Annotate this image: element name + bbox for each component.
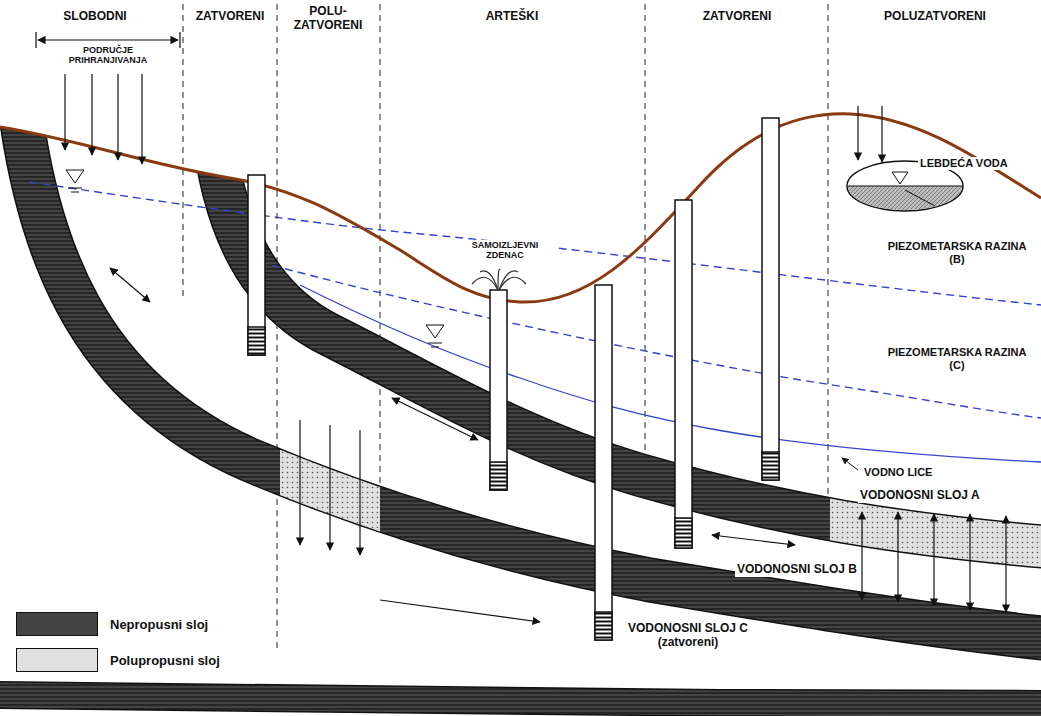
piezometric-line (260, 262, 1041, 418)
leader-line (842, 458, 858, 470)
legend-swatch (16, 612, 98, 636)
legend-row: Polupropusni sloj (16, 648, 222, 672)
water-level-symbol (426, 325, 444, 338)
impermeable-layer (0, 695, 1041, 704)
aquifer-label: VODONOSNI SLOJ B (735, 563, 859, 577)
bracket-tick (35, 32, 36, 48)
aquifer-label: VODONOSNI SLOJ A (858, 489, 982, 503)
zone-divider (277, 4, 278, 650)
zone-heading: ARTEŠKI (484, 10, 541, 24)
well-screen (248, 327, 265, 355)
legend: Nepropusni slojPolupropusni sloj (16, 612, 222, 684)
leakage-arrow (359, 430, 360, 555)
legend-text: Nepropusni sloj (108, 617, 210, 632)
bracket-arrow (38, 39, 178, 40)
level-label: PIEZOMETARSKA RAZINA (B) (880, 240, 1034, 265)
bracket-tick (179, 32, 180, 48)
fountain (472, 269, 526, 290)
water-level-symbol (892, 172, 908, 184)
impermeable-layer (212, 120, 1041, 548)
aquifer-label: VODONOSNI SLOJ C (zatvoreni) (622, 622, 754, 650)
water-table (300, 285, 1041, 462)
flow-arrow (392, 398, 478, 440)
leakage-arrow (933, 514, 934, 606)
zone-heading: ZATVORENI (194, 10, 266, 24)
fountain-jet (480, 271, 498, 290)
flow-arrow (65, 74, 1006, 622)
well-screen (595, 612, 612, 640)
leakage-arrow (1005, 516, 1006, 612)
flow-arrow (712, 535, 795, 545)
well-casing (248, 175, 265, 355)
recharge-arrow (857, 106, 858, 160)
recharge-arrow (881, 106, 882, 162)
legend-text: Polupropusni sloj (108, 653, 222, 668)
impermeable-layer (0, 695, 1041, 704)
flow-arrow (110, 268, 150, 302)
zone-heading: SLOBODNI (61, 10, 128, 24)
well-screen (675, 518, 692, 548)
leakage-arrow (299, 420, 300, 545)
impermeable-layer (15, 60, 1041, 640)
well-casing (490, 290, 507, 490)
semipermeable-layer (830, 120, 1041, 548)
recharge-arrow (117, 74, 118, 160)
fountain-jet (499, 271, 518, 290)
recharge-arrow (91, 74, 92, 155)
flow-arrow (380, 600, 540, 622)
level-label: PIEZOMETARSKA RAZINA (C) (880, 346, 1034, 371)
zone-heading: ZATVORENI (701, 10, 773, 24)
well-screen (762, 452, 779, 480)
lens-line (905, 190, 935, 206)
zone-heading: POLUZATVORENI (882, 10, 988, 24)
water-label: LEBDEĆA VODA (918, 157, 1010, 170)
leakage-arrow (861, 512, 862, 600)
area-label: PODRUČJE PRIHRANJIVANJA (47, 45, 169, 66)
well (248, 118, 779, 640)
fountain-jet (499, 277, 526, 290)
well-casing (675, 200, 692, 548)
layers (0, 60, 1041, 704)
water-level-symbol (431, 347, 439, 348)
water-level-symbol (428, 343, 442, 344)
ground-surface (0, 114, 1041, 302)
legend-row: Nepropusni sloj (16, 612, 222, 636)
legend-swatch (16, 648, 98, 672)
recharge-arrow (141, 74, 142, 164)
impermeable-layer (212, 120, 1041, 548)
zone-heading: POLU- ZATVORENI (283, 5, 373, 33)
impermeable-layer (15, 60, 1041, 640)
water-level-symbol (68, 188, 82, 189)
zone-divider (380, 4, 381, 525)
leakage-arrow (897, 512, 898, 602)
zone-divider (645, 4, 646, 470)
water-level-symbol (66, 170, 84, 183)
water-level-symbol (71, 192, 79, 193)
well-casing (595, 285, 612, 640)
well-screen (490, 462, 507, 490)
leakage-arrow (329, 425, 330, 550)
zone-divider (183, 4, 184, 300)
well-casing (762, 118, 779, 480)
well-label: SAMOIZLJEVNI ZDENAC (455, 240, 555, 261)
lens-water (848, 186, 962, 210)
leakage-arrow (969, 514, 970, 610)
recharge-arrow (64, 74, 65, 150)
level-label: VODNO LICE (862, 466, 934, 479)
lens-level (848, 186, 962, 187)
zone-divider (828, 4, 829, 520)
semipermeable-layer (280, 60, 380, 640)
